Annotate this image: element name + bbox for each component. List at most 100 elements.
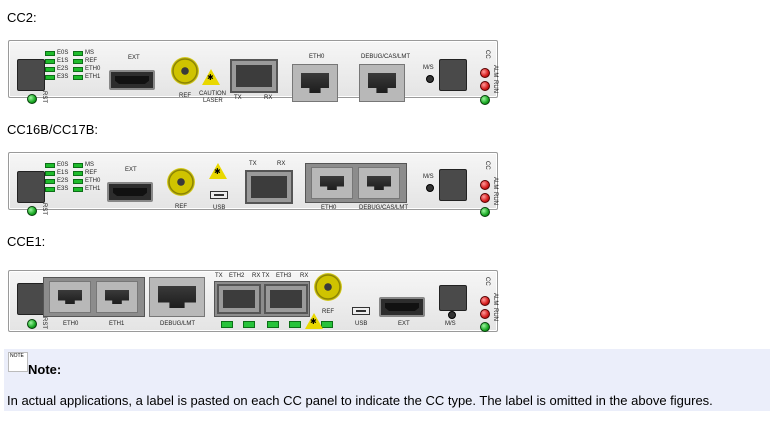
led [73,51,83,56]
run-indicator [27,206,37,216]
section-label-cce1: CCE1: [7,234,46,249]
led [45,75,55,80]
ext-hdmi-port[interactable] [109,70,155,90]
usb-port[interactable] [210,191,228,199]
note-box [4,349,770,411]
tx-label: TX [234,95,242,101]
rst-label: RST [41,91,47,103]
ms-label: M/S [423,65,434,71]
usb-port[interactable] [352,307,370,315]
eth2-label: ETH2 [229,273,245,279]
port-led [221,321,233,328]
ref-coax-connector[interactable] [167,168,195,196]
ejector-handle[interactable] [439,169,467,201]
port-led [243,321,255,328]
led-label: ETH0 [85,178,101,184]
ref-label: REF [179,93,191,99]
eth2-sfp-port[interactable] [217,284,261,314]
status-indicator [480,95,490,105]
led-label: E0S [57,50,69,56]
ejector-handle[interactable] [17,171,45,203]
ref-label: REF [175,204,187,210]
run-indicator [27,94,37,104]
led-label: MS [85,50,94,56]
ms-button[interactable] [448,311,456,319]
debug-label: DEBUG/CAS/LMT [359,205,409,211]
ejector-handle[interactable] [439,285,467,311]
rx-label: RX [264,95,273,101]
tx-label: TX [249,161,257,167]
ref-coax-connector[interactable] [171,57,199,85]
led-label: E0S [57,162,69,168]
led [73,163,83,168]
ms-button[interactable] [426,184,434,192]
alm-label: ALM [492,65,498,78]
led-label: ETH1 [85,74,101,80]
run-label: RUN [492,192,498,205]
run-indicator [480,81,490,91]
led-label: REF [85,170,97,176]
debug-label: DEBUG/LMT [160,321,196,327]
ext-hdmi-port[interactable] [107,182,153,202]
ejector-handle[interactable] [439,59,467,91]
ref-coax-connector[interactable] [314,273,342,301]
section-label-cc2: CC2: [7,10,37,25]
eth0-port[interactable] [311,167,353,199]
eth0-label: ETH0 [321,205,337,211]
led-label: REF [85,58,97,64]
optical-sfp-port[interactable] [245,170,293,204]
led [73,179,83,184]
led-label: E2S [57,178,69,184]
led-label: E1S [57,170,69,176]
laser-warning-icon [305,313,323,329]
alm-indicator [480,296,490,306]
led [45,67,55,72]
led [73,59,83,64]
usb-label: USB [213,205,226,211]
cce1-panel: RST ETH0 ETH1 DEBUG/LMT TX ETH2 RX TX ET… [8,270,498,332]
eth0-port[interactable] [292,64,338,102]
led [45,59,55,64]
laser-warning-icon [209,163,227,179]
eth0-port[interactable] [49,281,91,313]
led [45,187,55,192]
led-label: E1S [57,58,69,64]
rx-tx-label: RX TX [252,273,270,279]
note-body: In actual applications, a label is paste… [7,393,713,408]
ext-label: EXT [398,321,410,327]
ms-button[interactable] [426,75,434,83]
eth0-label: ETH0 [309,54,325,60]
led [73,67,83,72]
eth1-port[interactable] [96,281,138,313]
optical-sfp-port[interactable] [230,59,278,93]
run-indicator [27,319,37,329]
ms-label: M/S [445,321,456,327]
ms-label: M/S [423,174,434,180]
ref-label: REF [322,309,334,315]
debug-cas-lmt-port[interactable] [359,64,405,102]
eth3-label: ETH3 [276,273,292,279]
led [45,171,55,176]
ejector-handle[interactable] [17,59,45,91]
debug-label: DEBUG/CAS/LMT [361,54,411,60]
led [73,75,83,80]
cc2-panel: E0S E1S E2S E3S MS REF ETH0 ETH1 RST EXT… [8,40,498,105]
note-title: Note: [28,362,62,377]
debug-cas-lmt-port[interactable] [358,167,400,199]
ext-label: EXT [125,167,137,173]
eth1-label: ETH1 [109,321,125,327]
run-label: RUN [492,308,498,321]
led-label: MS [85,162,94,168]
alm-indicator [480,68,490,78]
led [73,171,83,176]
led-label: ETH1 [85,186,101,192]
eth3-sfp-port[interactable] [264,284,308,314]
ext-hdmi-port[interactable] [379,297,425,317]
rx-label: RX [300,273,309,279]
ejector-handle[interactable] [17,283,45,315]
port-led [267,321,279,328]
laser-label: LASER [203,98,223,104]
eth0-label: ETH0 [63,321,79,327]
alm-indicator [480,180,490,190]
debug-lmt-port[interactable] [149,277,205,317]
